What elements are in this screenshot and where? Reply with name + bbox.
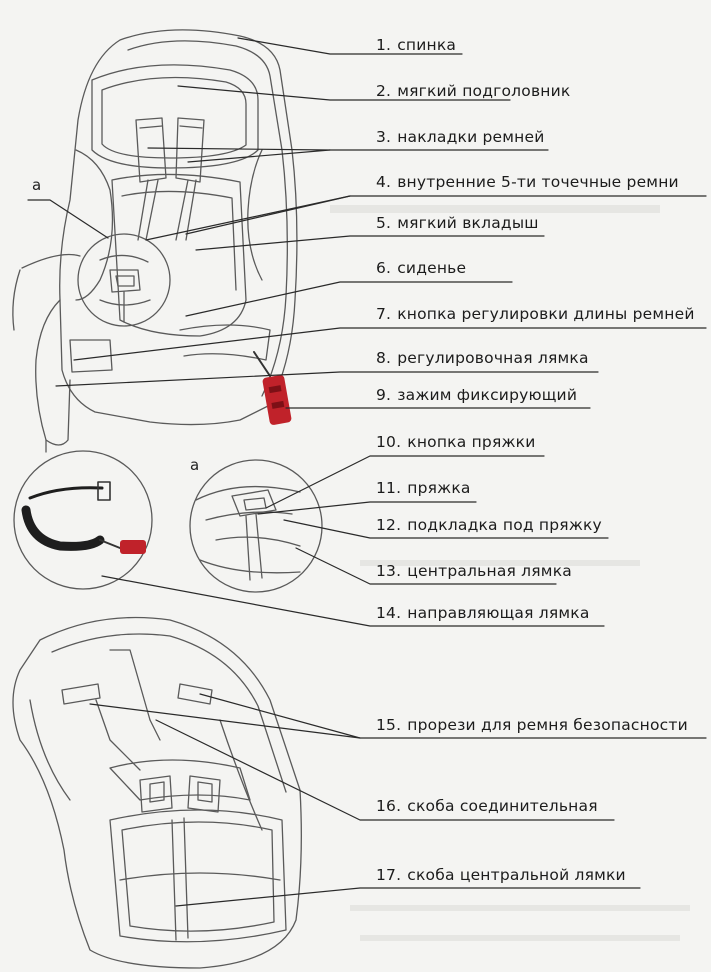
label-11-buckle: 11. пряжка xyxy=(376,479,471,497)
label-number: 13. xyxy=(376,562,401,580)
label-number: 1. xyxy=(376,36,391,54)
label-5-soft-insert: 5. мягкий вкладыш xyxy=(376,214,539,232)
label-7-adjust-button: 7. кнопка регулировки длины ремней xyxy=(376,305,695,323)
label-number: 7. xyxy=(376,305,391,323)
label-number: 14. xyxy=(376,604,401,622)
label-number: 17. xyxy=(376,866,401,884)
label-text: зажим фиксирующий xyxy=(397,386,577,404)
label-number: 10. xyxy=(376,433,401,451)
label-number: 3. xyxy=(376,128,391,146)
label-text: кнопка регулировки длины ремней xyxy=(397,305,694,323)
label-text: накладки ремней xyxy=(397,128,544,146)
fixing-clip-red xyxy=(254,352,292,426)
detail-letter-top: a xyxy=(32,176,41,194)
label-16-connecting-bracket: 16. скоба соединительная xyxy=(376,797,598,815)
label-text: сиденье xyxy=(397,259,466,277)
detail-letter-mid: a xyxy=(190,456,199,474)
label-text: подкладка под пряжку xyxy=(407,516,602,534)
label-17-crotch-bracket: 17. скоба центральной лямки xyxy=(376,866,626,884)
seat-shell-top-view xyxy=(13,618,301,969)
label-13-crotch-strap: 13. центральная лямка xyxy=(376,562,572,580)
label-text: центральная лямка xyxy=(407,562,572,580)
label-number: 16. xyxy=(376,797,401,815)
label-number: 6. xyxy=(376,259,391,277)
label-text: спинка xyxy=(397,36,456,54)
label-9-fixing-clip: 9. зажим фиксирующий xyxy=(376,386,577,404)
label-number: 8. xyxy=(376,349,391,367)
label-3-strap-pads: 3. накладки ремней xyxy=(376,128,545,146)
label-10-buckle-button: 10. кнопка пряжки xyxy=(376,433,535,451)
label-15-belt-slots: 15. прорези для ремня безопасности xyxy=(376,716,688,734)
label-number: 5. xyxy=(376,214,391,232)
label-number: 9. xyxy=(376,386,391,404)
label-number: 12. xyxy=(376,516,401,534)
label-4-five-point-belts: 4. внутренние 5-ти точечные ремни xyxy=(376,173,679,191)
label-number: 11. xyxy=(376,479,401,497)
detail-buckle-circle xyxy=(190,460,322,592)
label-text: мягкий подголовник xyxy=(397,82,570,100)
label-8-adjust-strap: 8. регулировочная лямка xyxy=(376,349,589,367)
label-1-back: 1. спинка xyxy=(376,36,456,54)
label-text: кнопка пряжки xyxy=(407,433,535,451)
label-text: пряжка xyxy=(407,479,470,497)
label-text: мягкий вкладыш xyxy=(397,214,538,232)
label-text: регулировочная лямка xyxy=(397,349,588,367)
detail-guide-strap-circle xyxy=(14,451,152,589)
label-text: скоба центральной лямки xyxy=(407,866,626,884)
label-text: скоба соединительная xyxy=(407,797,597,815)
label-number: 15. xyxy=(376,716,401,734)
label-2-headrest: 2. мягкий подголовник xyxy=(376,82,570,100)
leader-lines xyxy=(28,38,706,906)
label-number: 4. xyxy=(376,173,391,191)
label-12-buckle-pad: 12. подкладка под пряжку xyxy=(376,516,602,534)
label-14-guide-strap: 14. направляющая лямка xyxy=(376,604,590,622)
label-text: прорези для ремня безопасности xyxy=(407,716,688,734)
label-6-seat: 6. сиденье xyxy=(376,259,466,277)
label-number: 2. xyxy=(376,82,391,100)
label-text: направляющая лямка xyxy=(407,604,589,622)
label-text: внутренние 5-ти точечные ремни xyxy=(397,173,679,191)
